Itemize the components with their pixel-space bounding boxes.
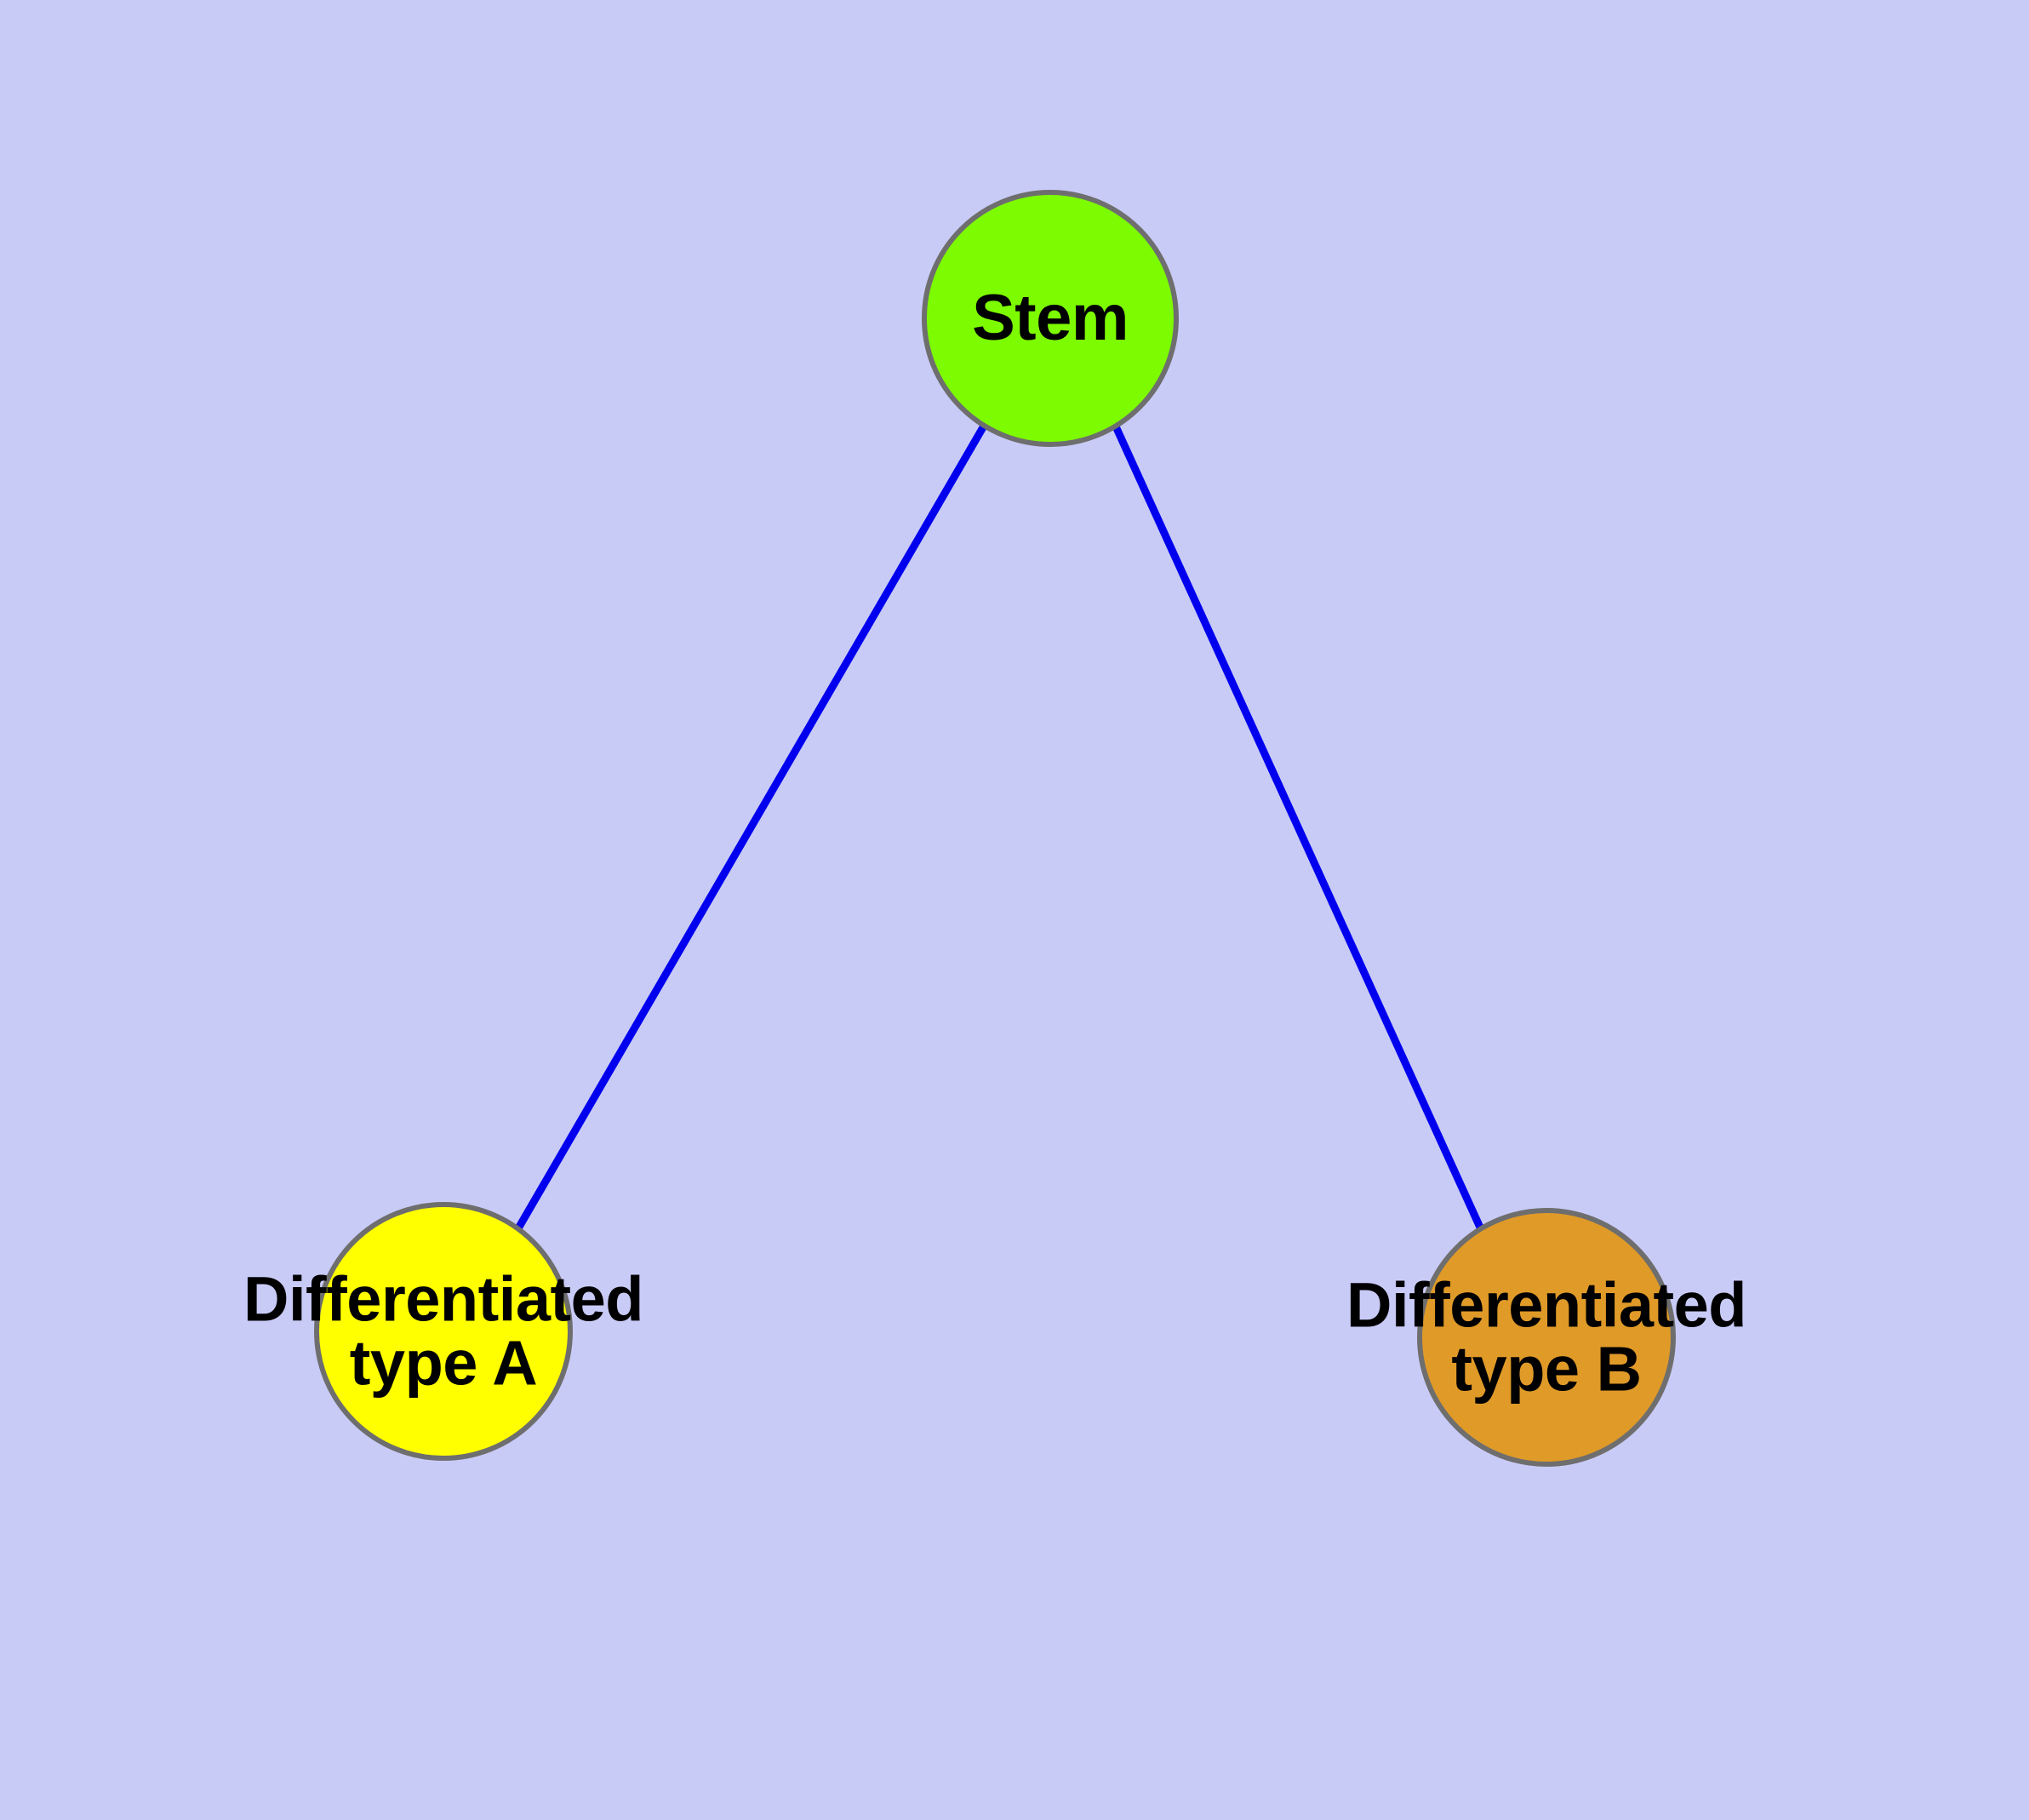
node-circle-diff-a[interactable] bbox=[314, 1202, 573, 1461]
edge-stem-to-diff-a bbox=[515, 425, 986, 1231]
node-circle-diff-b[interactable] bbox=[1417, 1208, 1676, 1467]
node-layer bbox=[314, 190, 1676, 1467]
edge-layer bbox=[515, 425, 1485, 1231]
edge-stem-to-diff-b bbox=[1112, 425, 1485, 1231]
node-circle-stem[interactable] bbox=[922, 190, 1179, 447]
